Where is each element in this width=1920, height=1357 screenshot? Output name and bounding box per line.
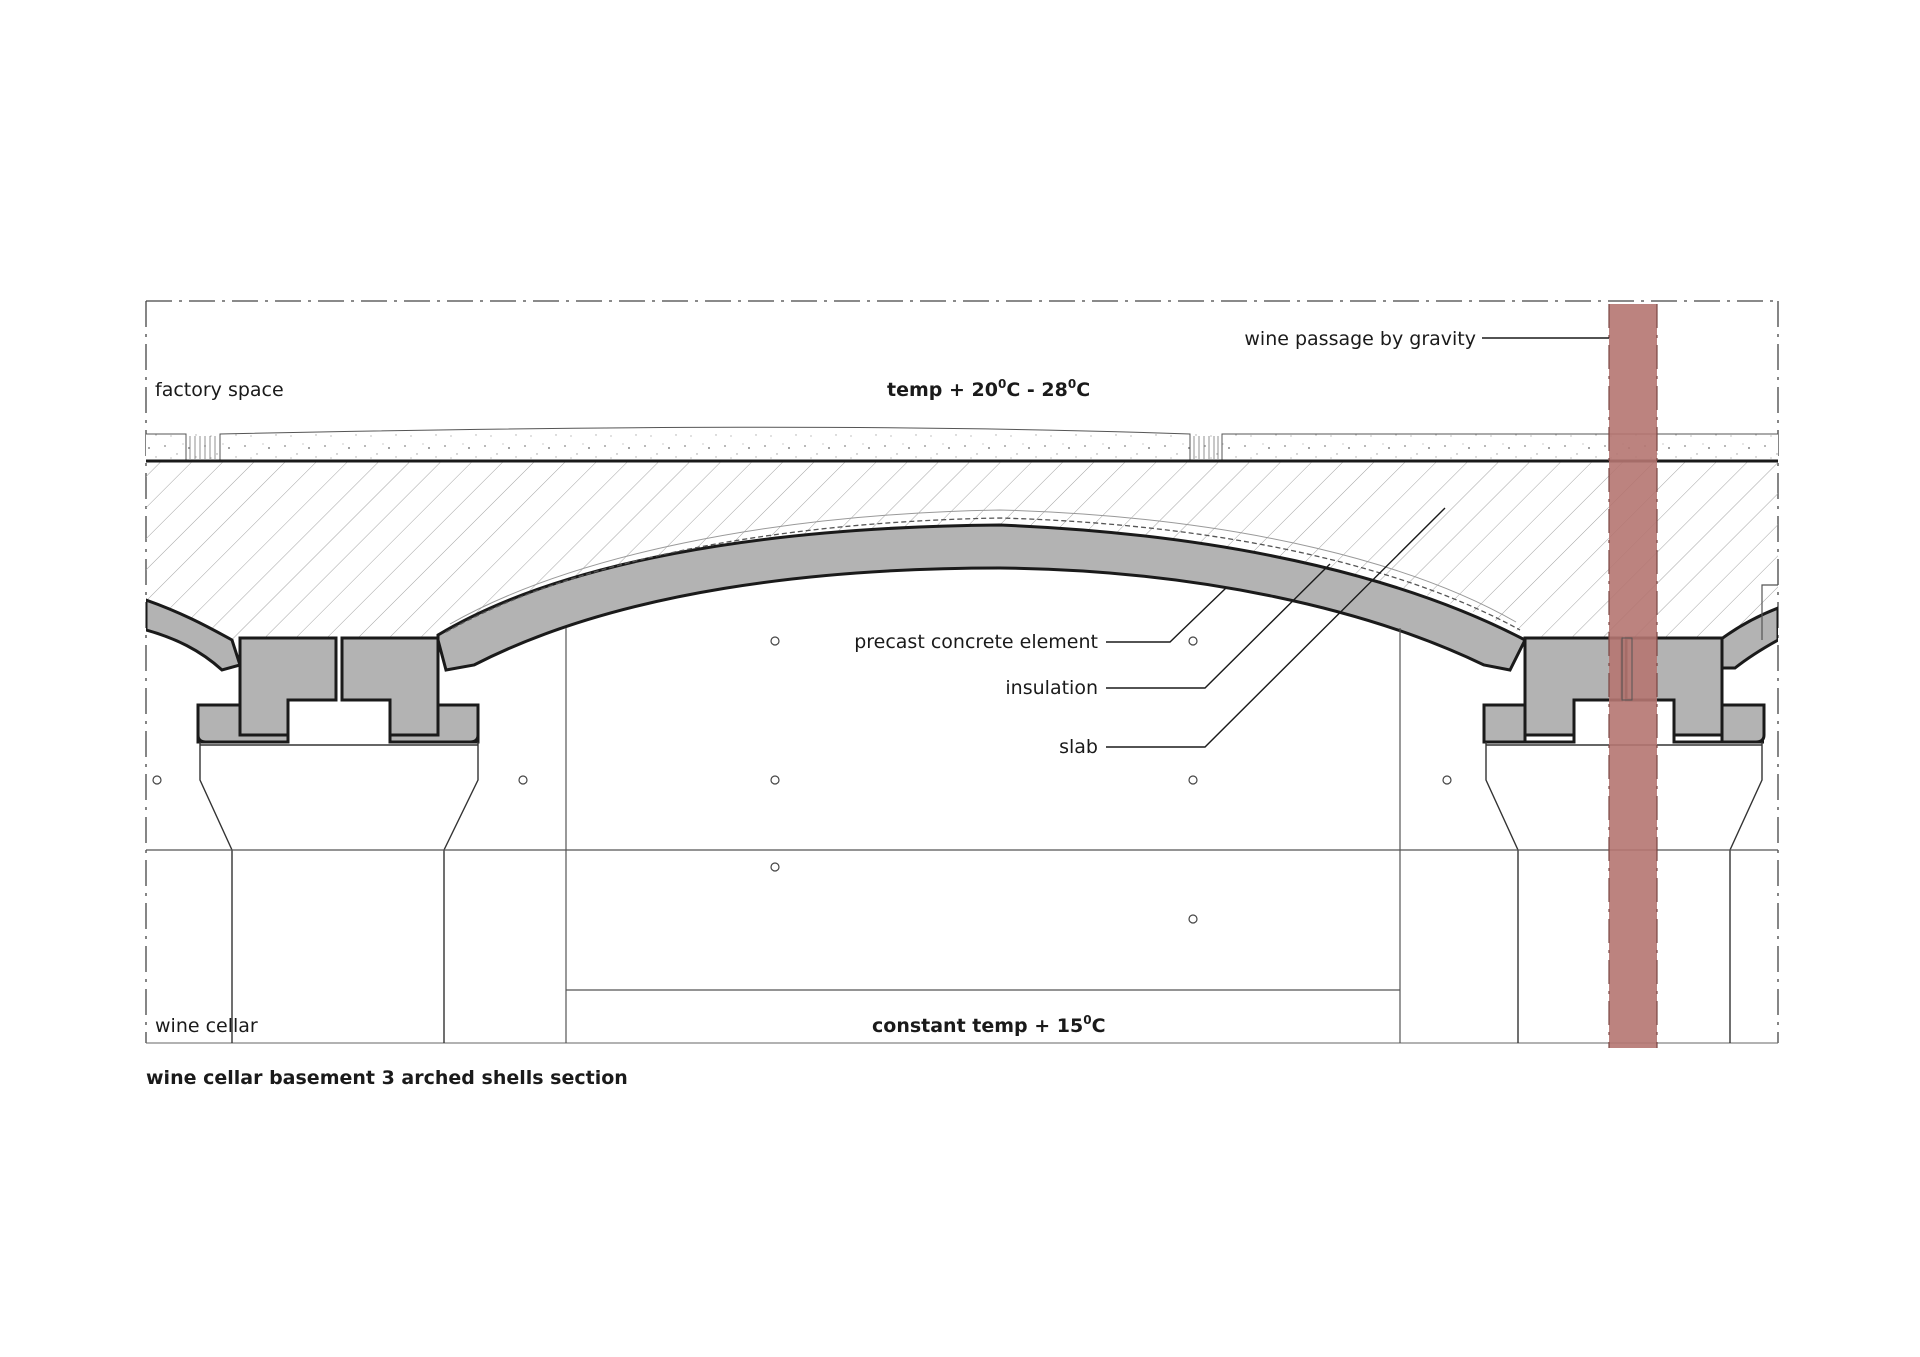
background-walls [146, 584, 1778, 1043]
top-temp-label: temp + 200C - 280C [887, 377, 1090, 401]
precast-arch-left [146, 598, 242, 672]
columns [199, 742, 1763, 1043]
bottom-temp-label: constant temp + 150C [872, 1013, 1106, 1037]
beam-joint-left [196, 636, 480, 744]
insulation-label: insulation [1005, 677, 1098, 699]
factory-space-label: factory space [155, 379, 284, 401]
tie-holes [152, 636, 1452, 924]
pipe-edges [1608, 304, 1658, 1048]
wine-passage-label: wine passage by gravity [1244, 328, 1476, 350]
pipe-joint [1621, 637, 1633, 701]
fill-zone-hatch [146, 460, 1778, 640]
leader-lines [1106, 337, 1609, 748]
insulation-layer [445, 517, 1521, 633]
wine-cellar-label: wine cellar [155, 1015, 258, 1037]
drawing-caption: wine cellar basement 3 arched shells sec… [146, 1067, 628, 1089]
precast-label: precast concrete element [854, 631, 1098, 653]
wine-passage-pipe [1609, 304, 1657, 1048]
floor-screed [146, 426, 1778, 460]
insulation-outer [449, 509, 1517, 625]
precast-arch-center [436, 523, 1528, 672]
precast-arch-right [1718, 606, 1778, 670]
section-frame [145, 300, 1779, 1043]
slab-label: slab [1059, 736, 1098, 758]
